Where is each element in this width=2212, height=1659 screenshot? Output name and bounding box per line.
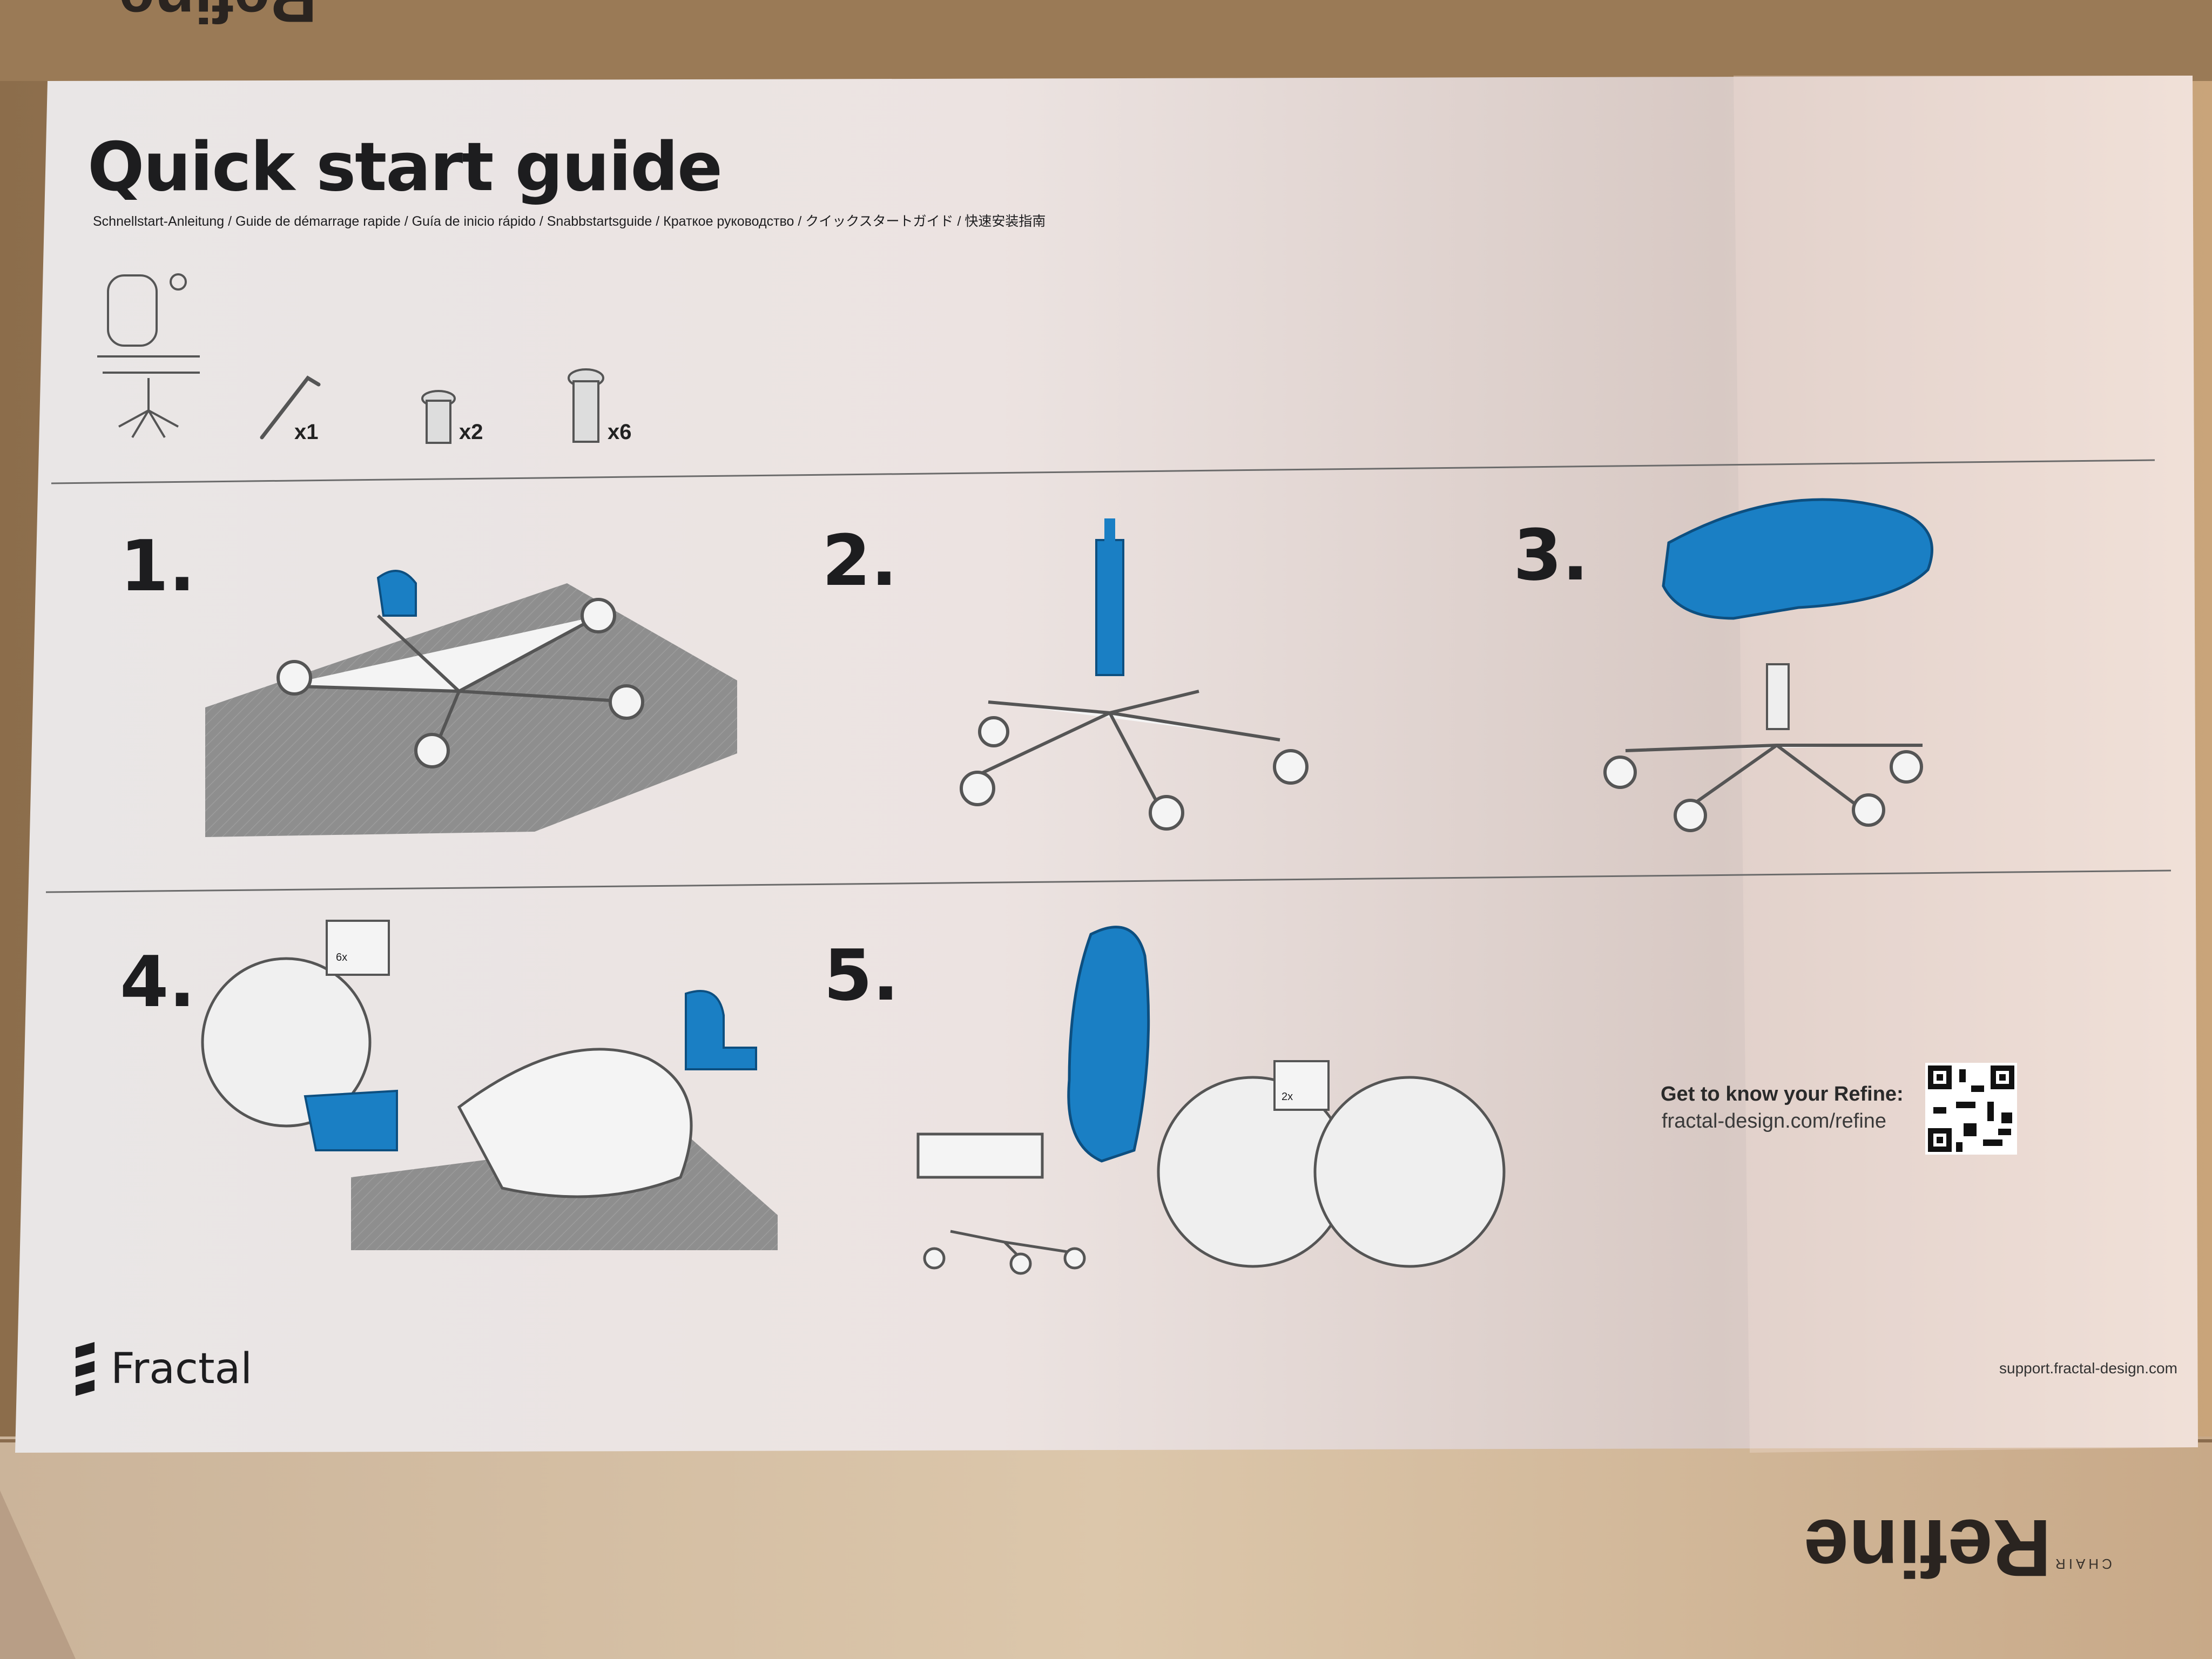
short-bolt-quantity: x2 [459, 420, 483, 444]
long-bolt-icon [568, 368, 604, 443]
fractal-logo-icon [76, 1342, 95, 1396]
support-url[interactable]: support.fractal-design.com [1999, 1360, 2177, 1377]
step4-illustration [201, 920, 778, 1250]
step3-illustration [1603, 498, 1933, 832]
qr-code [1925, 1063, 2017, 1155]
step2-illustration [960, 518, 1309, 831]
hex-key-quantity: x1 [294, 420, 319, 444]
divider-top [51, 459, 2155, 484]
step-1-number: 1. [120, 525, 195, 607]
step-4-callout: 6x [336, 952, 348, 963]
step1-illustration [205, 570, 737, 837]
part-chair-icon [97, 273, 200, 439]
step-5-callout: 2x [1282, 1091, 1293, 1103]
step-2-number: 2. [822, 520, 898, 602]
cta-heading: Get to know your Refine: [1661, 1083, 1904, 1105]
brand-wordmark: Fractal [111, 1345, 252, 1393]
box-top-flap [0, 0, 2212, 81]
step-4-number: 4. [120, 941, 195, 1023]
box-print-brand: Refine [1804, 1503, 2052, 1594]
box-print-top-fragment: Refine [119, 0, 317, 37]
box-print-subtitle: CHAIR [2052, 1556, 2112, 1572]
box-bottom-flap [0, 1437, 2212, 1659]
sunlight-band [1734, 76, 2198, 1453]
divider-middle [45, 869, 2171, 893]
title-translations: Schnellstart-Anleitung / Guide de démarr… [93, 214, 1046, 229]
short-bolt-icon [421, 390, 456, 444]
floor [0, 1491, 76, 1659]
step-3-number: 3. [1513, 514, 1589, 596]
page-title: Quick start guide [87, 129, 723, 206]
step-5-number: 5. [824, 934, 899, 1016]
long-bolt-quantity: x6 [608, 420, 632, 444]
hex-key-icon [260, 375, 321, 440]
step5-illustration [916, 926, 1506, 1275]
cta-url[interactable]: fractal-design.com/refine [1662, 1110, 1887, 1132]
